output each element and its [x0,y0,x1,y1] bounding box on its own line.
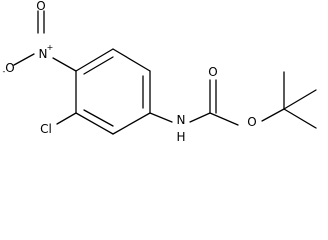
bond-quaternary-c-methyl-right [283,89,317,110]
bond-ring-chlorine [56,112,77,125]
bond-ester-o-quaternary-c [261,108,285,122]
bond-ring-nitro-n [52,57,77,72]
ring-bond-c5-c6 [75,112,114,135]
bond-nitro-n-o-minus [13,53,35,66]
amide-h-label: H [176,130,185,144]
ring-double-bond-c1-c2 [83,56,114,75]
nitro-o-minus-label: O [5,61,14,75]
ring-bond-c2-c3 [112,48,151,72]
chlorine-label: Cl [40,122,52,136]
bond-ring-amide-n [149,112,173,123]
ring-double-bond-c5-c6 [83,109,114,127]
nitro-o-minus-charge: - [3,67,6,76]
bond-carbonyl-c-ester-o [209,112,239,126]
nitro-n-charge: + [47,43,54,52]
nitro-n-label: N [39,47,48,61]
nitro-o-double-label: O [36,0,45,13]
amide-n-label: N [177,113,186,127]
bond-quaternary-c-methyl-bottom [283,108,317,129]
ring-bond-c4-c5 [112,112,151,135]
ring-bond-c1-c2 [75,48,114,72]
carbonyl-o-label: O [208,65,217,79]
ester-o-label: O [247,115,256,129]
chemical-structure-diagram: O N + O - Cl N H O O [3,0,317,144]
bond-amide-n-carbonyl-c [189,112,211,123]
